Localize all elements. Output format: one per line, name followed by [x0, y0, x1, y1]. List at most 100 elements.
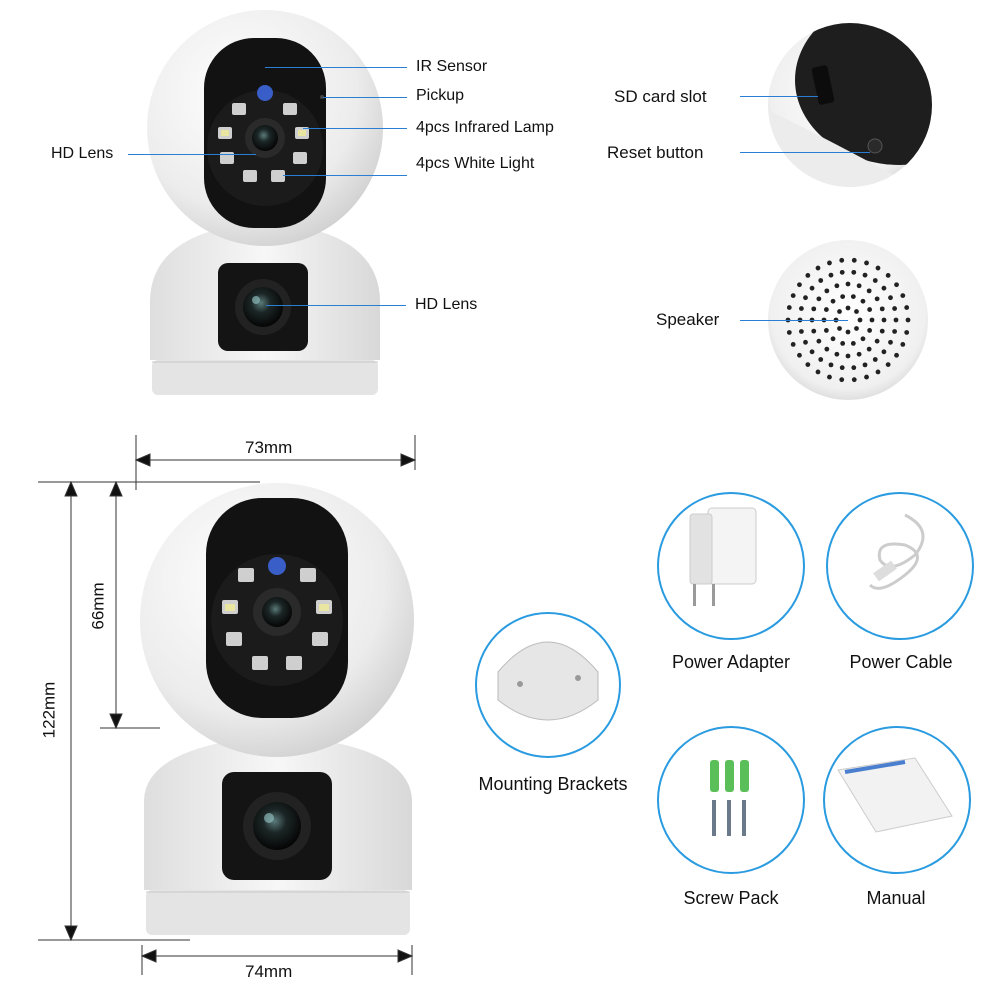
- camera-front-dimensions: [140, 483, 414, 935]
- hd-lens-bottom-label: HD Lens: [415, 296, 478, 313]
- speaker-hole: [854, 309, 859, 314]
- speaker-hole: [892, 329, 898, 334]
- sd-card-slot-label: SD card slot: [614, 87, 707, 106]
- speaker-hole: [803, 339, 808, 345]
- speaker-hole: [885, 273, 891, 278]
- speaker-hole: [790, 342, 796, 347]
- speaker-hole: [830, 336, 836, 342]
- dimension-lines: [38, 435, 417, 975]
- speaker-hole: [888, 339, 893, 345]
- speaker-hole: [856, 351, 862, 357]
- speaker-hole: [854, 326, 859, 331]
- speaker-hole: [845, 353, 851, 359]
- speaker-hole: [816, 296, 822, 302]
- speaker-hole: [860, 298, 866, 304]
- leader-white-light: [283, 175, 407, 176]
- speaker-hole: [851, 269, 857, 275]
- leader-speaker: [740, 320, 848, 321]
- speaker-hole: [845, 305, 851, 311]
- speaker-hole: [845, 281, 851, 287]
- speaker-hole: [839, 269, 845, 275]
- speaker-hole: [856, 283, 862, 289]
- speaker-hole: [879, 306, 885, 312]
- speaker-hole: [904, 330, 910, 335]
- speaker-hole: [867, 307, 873, 312]
- leader-infrared-lamp: [303, 128, 407, 129]
- speaker-label: Speaker: [656, 310, 720, 329]
- speaker-hole: [862, 272, 868, 278]
- speaker-hole: [905, 317, 911, 323]
- speaker-hole: [823, 307, 829, 312]
- speaker-hole: [834, 283, 840, 289]
- screw-pack-label: Screw Pack: [683, 888, 779, 908]
- height-total-label: 122mm: [39, 681, 59, 739]
- width-top-label: 73mm: [245, 438, 293, 457]
- mounting-bracket-icon: [475, 612, 621, 758]
- screw-pack-icon: [657, 726, 805, 874]
- speaker-hole: [818, 278, 824, 283]
- speaker-hole: [839, 377, 845, 383]
- speaker-hole: [840, 294, 846, 300]
- infrared-lamp-label: 4pcs Infrared Lamp: [416, 119, 554, 136]
- speaker-hole: [866, 346, 872, 352]
- speaker-hole: [811, 328, 817, 334]
- speaker-hole: [894, 352, 899, 358]
- white-light-label: 4pcs White Light: [416, 155, 535, 172]
- speaker-hole: [866, 288, 872, 294]
- power-adapter-icon: [657, 492, 805, 640]
- speaker-hole: [881, 317, 887, 323]
- speaker-hole: [840, 340, 846, 346]
- speaker-hole: [786, 330, 792, 335]
- speaker-hole: [824, 288, 830, 294]
- speaker-hole: [881, 285, 887, 291]
- speaker-hole: [851, 257, 857, 263]
- speaker-hole: [860, 336, 866, 342]
- speaker-hole: [797, 352, 802, 358]
- speaker-hole: [816, 338, 822, 344]
- speaker-hole: [900, 342, 906, 347]
- speaker-hole: [828, 272, 834, 278]
- speaker-hole: [786, 305, 792, 310]
- speaker-hole: [872, 278, 878, 283]
- mounting-brackets-label: Mounting Brackets: [478, 774, 628, 794]
- speaker-hole: [815, 265, 821, 271]
- speaker-hole: [823, 328, 829, 333]
- speaker-hole: [867, 328, 873, 333]
- speaker-hole: [879, 328, 885, 334]
- speaker-hole: [864, 260, 869, 266]
- speaker-hole: [892, 306, 898, 311]
- speaker-hole: [850, 294, 856, 300]
- speaker-hole: [875, 265, 881, 271]
- speaker-hole: [851, 377, 857, 383]
- speaker-hole: [803, 295, 808, 301]
- speaker-hole: [845, 329, 851, 335]
- speaker-hole: [824, 346, 830, 352]
- speaker-hole: [798, 306, 804, 311]
- speaker-hole: [894, 282, 899, 288]
- speaker-hole: [885, 362, 891, 367]
- sd-slot-detail: [768, 23, 932, 187]
- speaker-hole: [851, 365, 857, 371]
- leader-hd-lens-top: [128, 154, 256, 155]
- speaker-hole: [862, 362, 868, 368]
- speaker-hole: [827, 374, 832, 380]
- manual-label: Manual: [866, 888, 926, 908]
- speaker-hole: [797, 282, 802, 288]
- power-adapter-label: Power Adapter: [671, 652, 791, 672]
- speaker-hole: [881, 349, 887, 355]
- speaker-hole: [815, 369, 821, 375]
- speaker-hole: [818, 357, 824, 362]
- speaker-hole: [900, 293, 906, 298]
- speaker-hole: [805, 362, 811, 367]
- leader-reset: [740, 152, 870, 153]
- leader-pickup: [323, 97, 407, 98]
- power-cable-label: Power Cable: [849, 652, 953, 672]
- hd-lens-top-label: HD Lens: [51, 145, 114, 162]
- manual-icon: [823, 726, 971, 874]
- speaker-hole: [798, 329, 804, 334]
- speaker-hole: [888, 295, 893, 301]
- power-cable-icon: [826, 492, 974, 640]
- speaker-hole: [790, 293, 796, 298]
- speaker-hole: [904, 305, 910, 310]
